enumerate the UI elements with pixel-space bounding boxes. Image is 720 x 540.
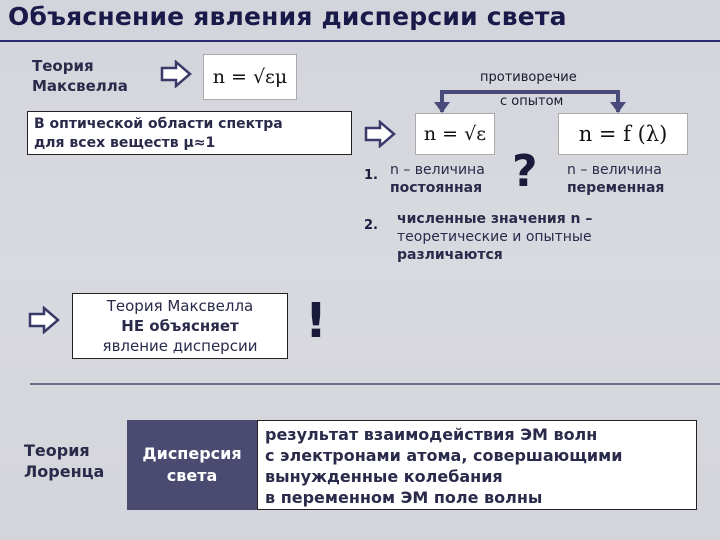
conclusion-line3: явление дисперсии bbox=[102, 337, 258, 355]
dispersion-term-box: Дисперсия света bbox=[127, 420, 257, 510]
point1-right-line2: переменная bbox=[567, 180, 665, 196]
point1-left-line1: n – величина bbox=[390, 162, 485, 178]
point1-left: n – величина постоянная bbox=[390, 161, 485, 197]
formula-constant: n = √ε bbox=[415, 113, 495, 155]
optical-region-box: В оптической области спектра для всех ве… bbox=[27, 111, 352, 155]
def-line4: в переменном ЭМ поле волны bbox=[265, 488, 543, 507]
outline-arrow-right-icon bbox=[28, 306, 60, 334]
point1-left-line2: постоянная bbox=[390, 180, 483, 196]
title-underline bbox=[0, 40, 720, 42]
page-title: Объяснение явления дисперсии света bbox=[8, 2, 567, 31]
point2-number: 2. bbox=[364, 218, 378, 233]
section-divider bbox=[30, 383, 720, 385]
point2-text: численные значения n – теоретические и о… bbox=[397, 210, 592, 264]
point1-right-line1: n – величина bbox=[567, 162, 662, 178]
term-line2: света bbox=[166, 466, 218, 485]
outline-arrow-right-icon bbox=[160, 60, 192, 88]
point2-line1: численные значения n – bbox=[397, 211, 593, 227]
contradiction-label-line2: с опытом bbox=[500, 94, 564, 109]
point1-number: 1. bbox=[364, 168, 378, 183]
optical-box-line1: В оптической области спектра bbox=[34, 116, 283, 132]
def-line3: вынужденные колебания bbox=[265, 467, 503, 486]
formula-variable: n = f (λ) bbox=[558, 113, 688, 155]
bracket-arrow-icon bbox=[428, 86, 632, 118]
point1-right: n – величина переменная bbox=[567, 161, 664, 197]
maxwell-label: Теория Максвелла bbox=[32, 56, 128, 96]
point2-line2: теоретические и опытные bbox=[397, 229, 592, 245]
term-line1: Дисперсия bbox=[142, 444, 242, 463]
conclusion-box: Теория Максвелла НЕ объясняет явление ди… bbox=[72, 293, 288, 359]
dispersion-definition-box: результат взаимодействия ЭМ волн с элект… bbox=[257, 420, 697, 510]
optical-box-line2: для всех веществ μ≈1 bbox=[34, 135, 216, 151]
outline-arrow-right-icon bbox=[364, 120, 396, 148]
contradiction-label-line1: противоречие bbox=[480, 70, 577, 85]
maxwell-label-line2: Максвелла bbox=[32, 77, 128, 95]
point2-line3: различаются bbox=[397, 247, 503, 263]
lorentz-label: Теория Лоренца bbox=[24, 440, 104, 482]
lorentz-label-line1: Теория bbox=[24, 441, 90, 460]
def-line2: с электронами атома, совершающими bbox=[265, 446, 623, 465]
maxwell-label-line1: Теория bbox=[32, 57, 94, 75]
exclamation-mark: ! bbox=[305, 293, 327, 349]
def-line1: результат взаимодействия ЭМ волн bbox=[265, 425, 598, 444]
conclusion-line2: НЕ объясняет bbox=[121, 317, 239, 335]
conclusion-line1: Теория Максвелла bbox=[106, 297, 254, 315]
question-mark: ? bbox=[512, 146, 538, 197]
lorentz-label-line2: Лоренца bbox=[24, 462, 105, 481]
maxwell-formula: n = √εμ bbox=[203, 54, 297, 100]
